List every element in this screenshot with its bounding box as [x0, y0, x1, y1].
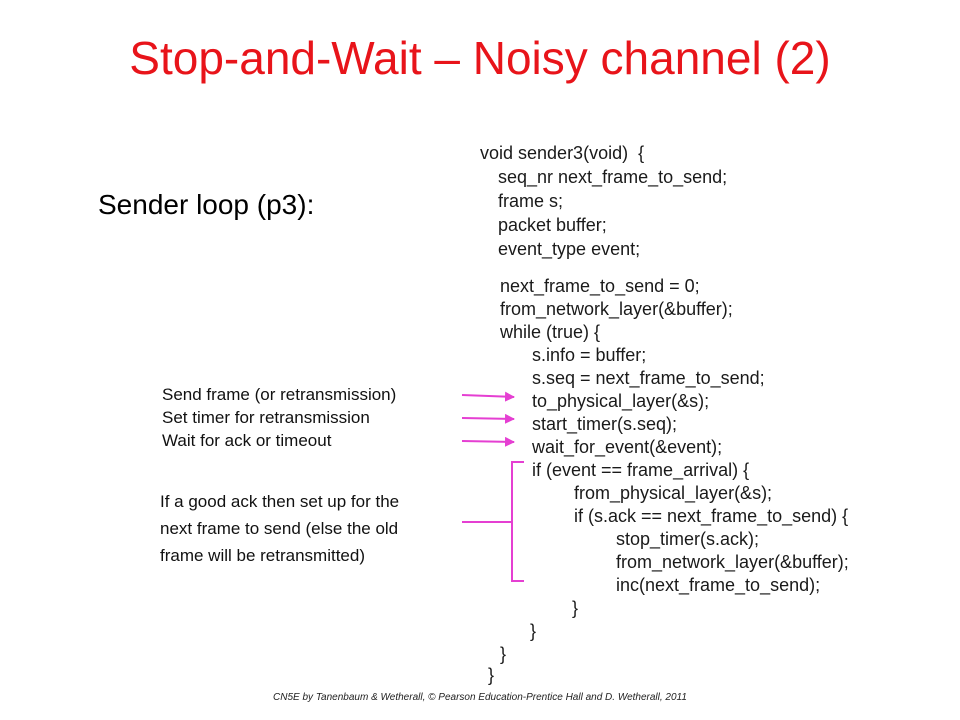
arrow-send-frame: [461, 391, 515, 402]
bracket-good-ack: [511, 461, 524, 582]
annotation-good-ack-line: If a good ack then set up for the: [160, 492, 400, 511]
code-line: to_physical_layer(&s);: [532, 391, 710, 411]
code-line: void sender3(void) {: [480, 143, 645, 163]
code-line: from_network_layer(&buffer);: [500, 299, 733, 319]
annotation-send-frame: Send frame (or retransmission): [162, 385, 397, 404]
code-line: while (true) {: [500, 322, 601, 342]
code-line: }: [488, 665, 495, 685]
code-line: inc(next_frame_to_send);: [616, 575, 821, 595]
code-line: from_physical_layer(&s);: [574, 483, 773, 503]
code-line: }: [530, 621, 537, 641]
arrow-set-timer: [461, 413, 515, 424]
footer-credit: CN5E by Tanenbaum & Wetherall, © Pearson…: [273, 692, 687, 703]
slide-title: Stop-and-Wait – Noisy channel (2): [129, 32, 831, 84]
code-line: frame s;: [498, 191, 564, 211]
code-line: if (event == frame_arrival) {: [532, 460, 750, 480]
code-line: packet buffer;: [498, 215, 607, 235]
code-line: event_type event;: [498, 239, 641, 259]
annotation-set-timer: Set timer for retransmission: [162, 408, 370, 427]
code-line: s.seq = next_frame_to_send;: [532, 368, 765, 388]
code-line: s.info = buffer;: [532, 345, 647, 365]
annotation-wait: Wait for ack or timeout: [162, 431, 332, 450]
code-line: seq_nr next_frame_to_send;: [498, 167, 728, 187]
annotation-good-ack-line: frame will be retransmitted): [160, 546, 366, 565]
code-line: next_frame_to_send = 0;: [500, 276, 700, 296]
arrow-wait: [461, 436, 515, 447]
slide-subtitle: Sender loop (p3):: [98, 189, 315, 220]
code-line: }: [500, 644, 507, 664]
code-line: }: [572, 598, 579, 618]
annotation-good-ack: If a good ack then set up for the next f…: [160, 488, 480, 569]
code-line: stop_timer(s.ack);: [616, 529, 760, 549]
code-line: wait_for_event(&event);: [532, 437, 723, 457]
code-line: from_network_layer(&buffer);: [616, 552, 849, 572]
code-line: if (s.ack == next_frame_to_send) {: [574, 506, 849, 526]
annotation-good-ack-line: next frame to send (else the old: [160, 519, 399, 538]
code-line: start_timer(s.seq);: [532, 414, 678, 434]
